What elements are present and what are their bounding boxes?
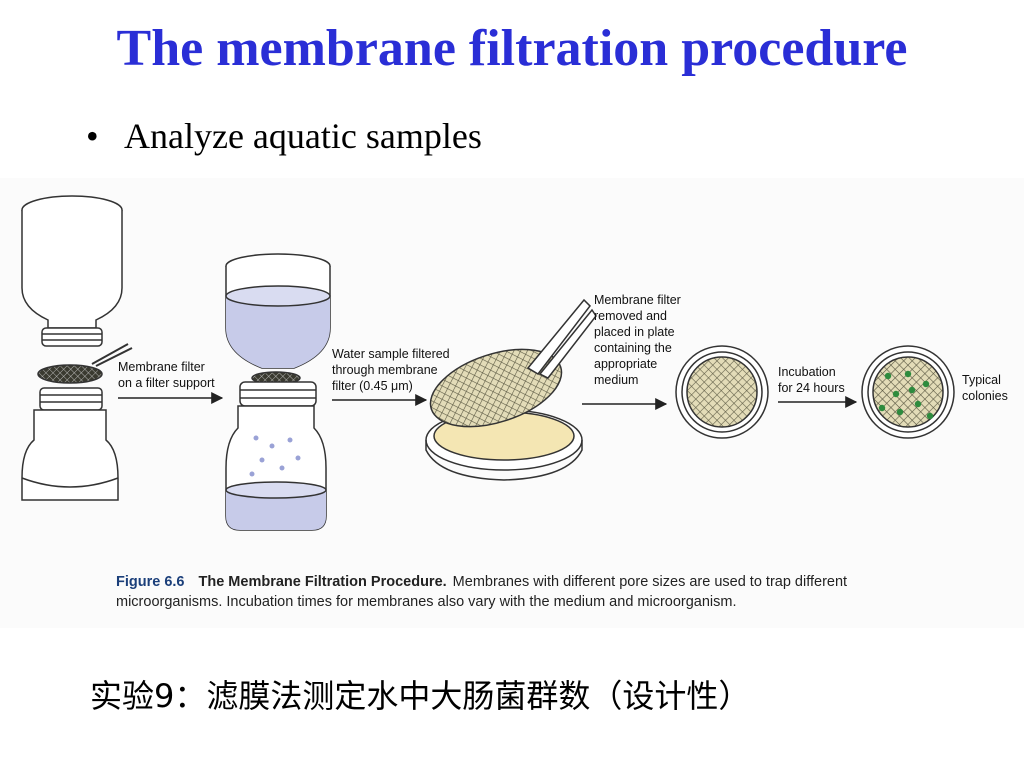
bullet-dot: • [86, 116, 99, 156]
step1-label-line2: on a filter support [118, 376, 215, 390]
filter-apparatus-assembled [225, 253, 331, 531]
step1-label-line1: Membrane filter [118, 360, 205, 374]
caption-title: The Membrane Filtration Procedure. [198, 574, 447, 590]
step4-label-line1: Incubation [778, 365, 836, 379]
step3-label-line5: appropriate [594, 357, 657, 371]
step3-label-line6: medium [594, 373, 638, 387]
step3-label-line2: removed and [594, 309, 667, 323]
step5-label-line2: colonies [962, 389, 1008, 403]
plate-with-colonies [861, 345, 955, 439]
step3-label-line4: containing the [594, 341, 672, 355]
bullet-item: • Analyze aquatic samples [86, 112, 482, 160]
filter-apparatus-disassembled [21, 195, 133, 501]
membrane-filtration-figure: Membrane filter on a filter support Wate… [0, 178, 1024, 628]
caption-text: Membranes with different pore sizes are … [116, 574, 848, 610]
caption-figure-number: Figure 6.6 [116, 574, 185, 590]
slide-title: The membrane filtration procedure [116, 20, 908, 77]
step3-label-line1: Membrane filter [594, 293, 681, 307]
step4-label-line2: for 24 hours [778, 381, 845, 395]
step3-label-line3: placed in plate [594, 325, 675, 339]
experiment-title: 实验9：滤膜法测定水中大肠菌群数（设计性） [90, 677, 751, 715]
figure-illustration: Membrane filter on a filter support Wate… [21, 195, 1008, 531]
plate-before-incubation [675, 345, 769, 439]
step5-label-line1: Typical [962, 373, 1001, 387]
step2-label-line1: Water sample filtered [332, 347, 450, 361]
step2-label-line2: through membrane [332, 363, 438, 377]
figure-caption: Figure 6.6 The Membrane Filtration Proced… [116, 572, 906, 612]
step2-label-line3: filter (0.45 μm) [332, 379, 413, 393]
petri-dish-with-forceps [425, 298, 597, 481]
bullet-text: Analyze aquatic samples [124, 116, 482, 156]
